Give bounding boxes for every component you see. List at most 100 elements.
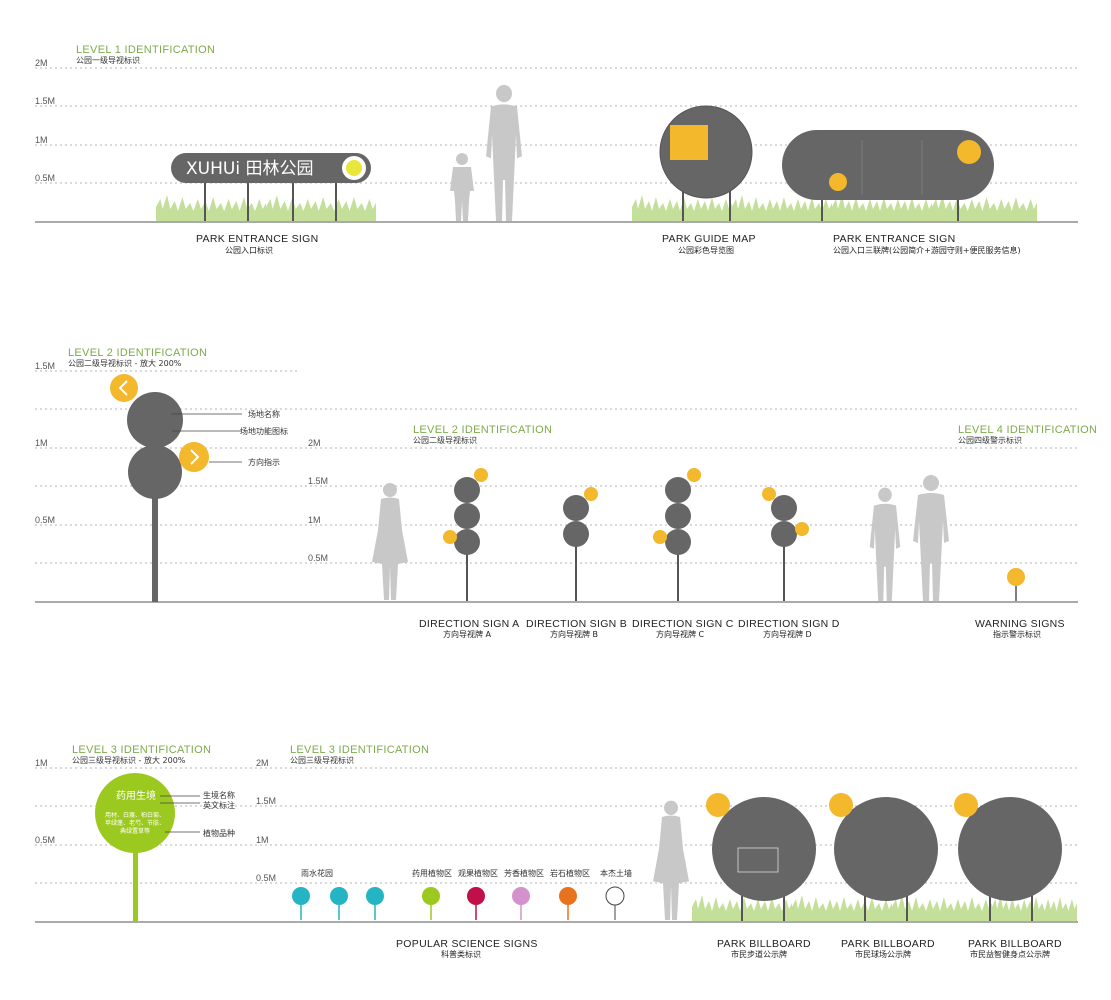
direction-sign-d [762,487,809,601]
caption-cn: 公园入口三联牌(公园简介+游园守则+便民服务信息) [833,245,1021,255]
caption-cn: 指示警示标识 [993,629,1041,639]
scale-label: 0.5M [308,553,328,563]
scale-label: 0.5M [35,835,55,845]
caption: DIRECTION SIGN C [632,618,734,630]
science-sign [559,887,577,920]
caption: PARK BILLBOARD [968,938,1062,950]
caption: PARK ENTRANCE SIGN [196,233,318,245]
habitat-sign-body: 用材、白蔑、柏白菊、苹绿蓬、老芍、节肤、典绿置草等 [104,812,165,835]
section2-mid-subtitle: 公园二级导视标识 [413,435,477,445]
science-sign [467,887,485,920]
section3-left-subtitle: 公园三级导视标识 - 放大 200% [72,755,186,765]
section-level-1: LEVEL 1 IDENTIFICATION 公园一级导视标识 2M 1.5M … [35,44,1078,255]
annotation: 场地名称 [248,409,280,419]
caption: DIRECTION SIGN D [738,618,840,630]
section2-right-title: LEVEL 4 IDENTIFICATION [958,424,1097,436]
section3-mid-title: LEVEL 3 IDENTIFICATION [290,744,429,756]
scale-label: 1M [256,835,269,845]
section2-left-subtitle: 公园二级导视标识 - 放大 200% [68,358,182,368]
caption-cn: 方向导视牌 C [656,629,705,639]
scale-label: 2M [35,58,48,68]
science-category: 本杰土墙 [600,868,632,878]
scale-label: 1.5M [256,796,276,806]
annotation: 英文标注 [203,800,235,810]
science-category: 芳香植物区 [504,868,544,878]
science-sign [366,887,384,920]
science-category: 岩石植物区 [550,868,590,878]
section-level-3: LEVEL 3 IDENTIFICATION 公园三级导视标识 - 放大 200… [35,744,1078,959]
billboard [706,793,816,921]
science-signs [292,886,625,920]
section2-left-title: LEVEL 2 IDENTIFICATION [68,347,207,359]
science-category: 雨水花园 [301,868,333,878]
science-sign [292,887,310,920]
science-sign [512,887,530,920]
caption-cn: 市民步道公示牌 [731,949,787,959]
section1-subtitle: 公园一级导视标识 [76,55,140,65]
science-sign [422,887,440,920]
caption: PARK GUIDE MAP [662,233,756,245]
billboard [954,793,1062,921]
caption: DIRECTION SIGN B [526,618,627,630]
warning-sign [1007,568,1025,601]
section2-right-subtitle: 公园四级警示标识 [958,435,1022,445]
caption-cn: 公园彩色导览图 [678,245,734,255]
scale-label: 0.5M [35,515,55,525]
caption-cn: 市民球场公示牌 [855,949,911,959]
science-sign [605,886,625,920]
section2-mid-title: LEVEL 2 IDENTIFICATION [413,424,552,436]
scale-label: 1.5M [35,361,55,371]
scale-label: 2M [308,438,321,448]
scale-label: 1M [308,515,321,525]
person-silhouette [653,800,689,920]
habitat-sign: 药用生境 用材、白蔑、柏白菊、苹绿蓬、老芍、节肤、典绿置草等 [95,773,200,922]
scale-lines-2: 1.5M 1M 0.5M 2M 1.5M 1M 0.5M [35,361,1078,564]
enlarged-direction-sign [110,374,242,602]
annotation: 方向指示 [248,457,280,467]
science-category: 观果植物区 [458,868,498,878]
direction-sign-a [443,468,488,601]
section-level-2: LEVEL 2 IDENTIFICATION 公园二级导视标识 - 放大 200… [35,347,1097,639]
annotation: 生境名称 [203,790,235,800]
entrance-sign: XUHUi 田林公园 [171,153,371,221]
scale-label: 0.5M [256,873,276,883]
annotation: 场地功能图标 [240,426,288,436]
science-category: 药用植物区 [412,868,452,878]
science-sign [330,887,348,920]
scale-lines-1: 2M 1.5M 1M 0.5M [35,58,1078,184]
direction-sign-b [563,487,598,601]
caption-cn: 科普类标识 [441,949,481,959]
entrance-sign-text: XUHUi 田林公园 [186,159,313,179]
scale-label: 1M [35,438,48,448]
section1-title: LEVEL 1 IDENTIFICATION [76,44,215,56]
section3-left-title: LEVEL 3 IDENTIFICATION [72,744,211,756]
scale-label: 1.5M [35,96,55,106]
guide-map-sign [659,105,753,221]
caption: POPULAR SCIENCE SIGNS [396,938,538,950]
direction-sign-c [653,468,701,601]
scale-label: 2M [256,758,269,768]
caption-cn: 方向导视牌 B [550,629,598,639]
caption-cn: 方向导视牌 D [763,629,812,639]
scale-label: 0.5M [35,173,55,183]
caption-cn: 市民益智健身点公示牌 [970,949,1050,959]
scale-label: 1M [35,135,48,145]
caption: WARNING SIGNS [975,618,1065,630]
caption: DIRECTION SIGN A [419,618,519,630]
caption-cn: 方向导视牌 A [443,629,492,639]
billboard [829,793,938,921]
three-panel-sign [782,130,994,221]
annotation: 植物品种 [203,828,235,838]
section3-mid-subtitle: 公园三级导视标识 [290,755,354,765]
caption: PARK ENTRANCE SIGN [833,233,955,245]
person-silhouette [450,84,522,221]
caption: PARK BILLBOARD [841,938,935,950]
caption: PARK BILLBOARD [717,938,811,950]
scale-label: 1.5M [308,476,328,486]
habitat-sign-title: 药用生境 [116,789,156,802]
scale-label: 1M [35,758,48,768]
scale-lines-3: 1M 0.5M 2M 1.5M 1M 0.5M [35,758,1078,884]
habitat-sign-body-box: 用材、白蔑、柏白菊、苹绿蓬、老芍、节肤、典绿置草等 [104,812,165,835]
caption-cn: 公园入口标识 [225,245,273,255]
